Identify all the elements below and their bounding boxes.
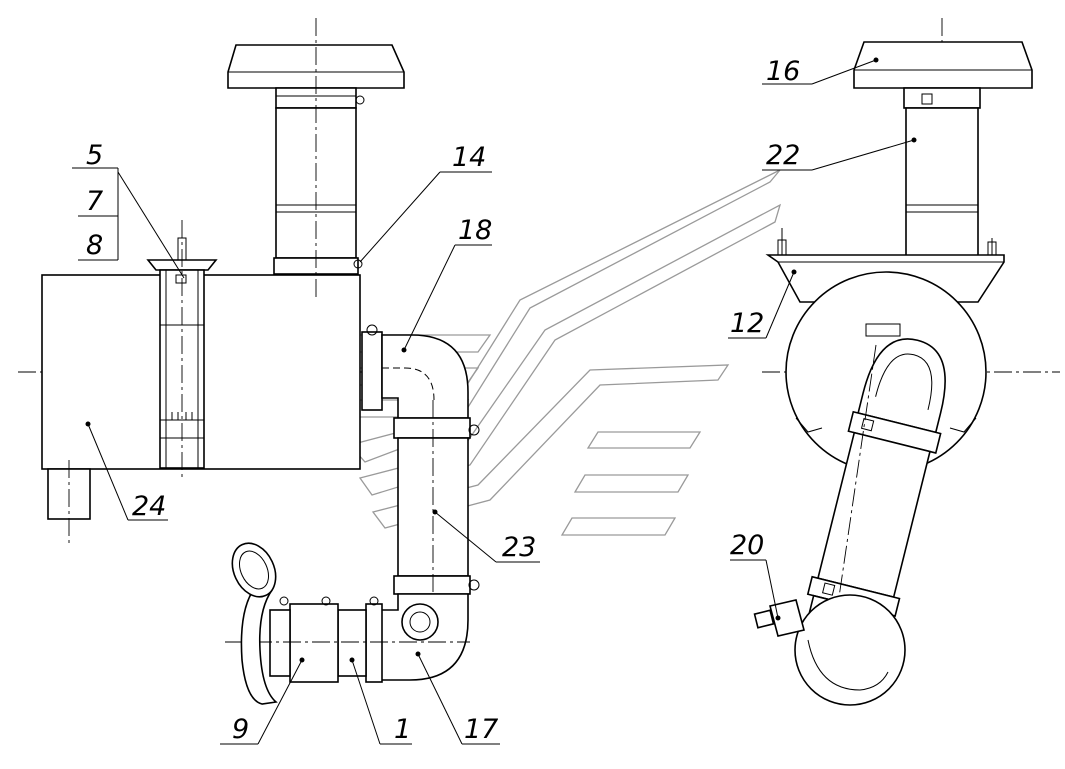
intake-pipe-left [227,18,405,298]
callout-20: 20 [730,530,764,561]
callout-8: 8 [86,230,103,261]
service-indicator [146,220,218,480]
callout-23: 23 [502,532,536,563]
callout-18: 18 [458,215,492,246]
rain-cap-16 [853,41,1033,89]
callout-1: 1 [394,714,411,745]
callout-5: 5 [86,140,103,171]
callout-9: 9 [232,714,249,745]
callout-labels: 5 7 8 14 18 24 23 9 1 17 16 22 12 20 [86,56,800,745]
upper-elbow-18 [361,324,469,419]
callout-16: 16 [766,56,800,87]
sensor-20 [753,599,805,637]
callout-22: 22 [766,140,800,171]
leader-lines-left [72,167,540,745]
callout-24: 24 [132,491,166,522]
callout-12: 12 [730,308,764,339]
callout-14: 14 [452,142,486,173]
callout-17: 17 [464,714,498,745]
intake-pipe-22 [903,87,981,275]
hose-end-9 [231,542,278,705]
lower-horizontal-pipes [225,596,470,683]
leader-lines-right [728,57,917,621]
left-view [18,18,540,745]
right-view [728,18,1060,706]
vertical-pipe-23 [393,400,480,625]
lower-elbow-17 [379,593,469,681]
callout-7: 7 [86,186,103,217]
